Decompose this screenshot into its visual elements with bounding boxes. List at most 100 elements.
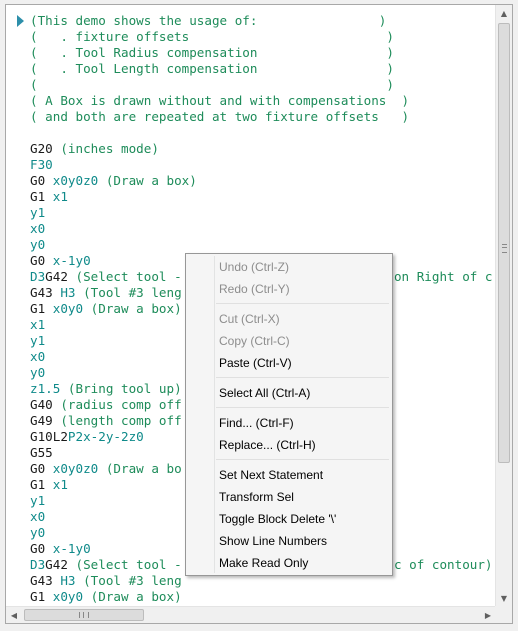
- scroll-up-arrow-icon[interactable]: ▲: [500, 8, 508, 18]
- code-comment: (Draw a box): [98, 173, 197, 188]
- code-line[interactable]: y0: [30, 365, 505, 381]
- code-line[interactable]: y1: [30, 205, 505, 221]
- code-comment: (This demo shows the usage of: ): [30, 13, 387, 28]
- menu-item-replace[interactable]: Replace... (Ctrl-H): [219, 438, 316, 452]
- code-comment: (Tool #3 leng: [75, 285, 182, 300]
- horizontal-scroll-thumb[interactable]: [24, 609, 144, 621]
- code-line[interactable]: x0: [30, 221, 505, 237]
- code-comment: (Select tool - on Right of c: [75, 269, 493, 284]
- code-keyword: G49: [30, 413, 53, 428]
- code-comment: (Draw a box): [83, 301, 182, 316]
- code-value: x1: [45, 477, 68, 492]
- code-value: H3: [52, 573, 76, 588]
- code-comment: (inches mode): [52, 141, 159, 156]
- code-line[interactable]: x0: [30, 349, 505, 365]
- code-comment: ( A Box is drawn without and with compen…: [30, 93, 410, 108]
- code-line[interactable]: G20 (inches mode): [30, 141, 505, 157]
- code-keyword: G10L2: [30, 429, 68, 444]
- code-line[interactable]: ( ): [30, 77, 505, 93]
- code-keyword: G0: [30, 541, 46, 556]
- code-value: H3: [52, 285, 76, 300]
- menu-item-find[interactable]: Find... (Ctrl-F): [219, 416, 294, 430]
- scroll-left-arrow-icon[interactable]: ◀: [10, 610, 18, 620]
- code-line[interactable]: G1 x0y0 (Draw a box): [30, 589, 505, 605]
- code-line[interactable]: ( A Box is drawn without and with compen…: [30, 93, 505, 109]
- code-line[interactable]: G0 x0y0z0 (Draw a box): [30, 173, 505, 189]
- vertical-scroll-thumb[interactable]: [498, 23, 510, 463]
- gcode-editor[interactable]: (This demo shows the usage of: )( . fixt…: [5, 4, 513, 624]
- menu-item-cut[interactable]: Cut (Ctrl-X): [219, 312, 280, 326]
- code-line[interactable]: ( . Tool Radius compensation ): [30, 45, 505, 61]
- scrollbar-corner: [495, 606, 512, 623]
- code-value: z1.5: [30, 381, 61, 396]
- code-line[interactable]: ( . Tool Length compensation ): [30, 61, 505, 77]
- horizontal-scrollbar[interactable]: ◀ ▶: [6, 606, 496, 623]
- menu-icon-gutter: [214, 256, 215, 573]
- scroll-right-arrow-icon[interactable]: ▶: [484, 610, 492, 620]
- menu-item-undo[interactable]: Undo (Ctrl-Z): [219, 260, 290, 274]
- code-keyword: G0: [30, 253, 46, 268]
- code-comment: ( and both are repeated at two fixture o…: [30, 109, 410, 124]
- code-line[interactable]: G40 (radius comp off: [30, 397, 505, 413]
- code-keyword: G0: [30, 173, 46, 188]
- code-line[interactable]: G49 (length comp off: [30, 413, 505, 429]
- code-line[interactable]: G0 x0y0z0 (Draw a bo: [30, 461, 505, 477]
- code-comment: (Bring tool up): [60, 381, 182, 396]
- menu-item-make-read-only[interactable]: Make Read Only: [219, 556, 309, 570]
- code-line[interactable]: x0: [30, 509, 505, 525]
- code-line[interactable]: G0 x-1y0: [30, 253, 505, 269]
- menu-item-show-line-numbers[interactable]: Show Line Numbers: [219, 534, 328, 548]
- code-line[interactable]: [30, 125, 505, 141]
- scroll-down-arrow-icon[interactable]: ▼: [500, 593, 508, 603]
- code-line[interactable]: ( and both are repeated at two fixture o…: [30, 109, 505, 125]
- code-value: x1: [30, 317, 46, 332]
- code-line[interactable]: (This demo shows the usage of: ): [30, 13, 505, 29]
- code-line[interactable]: G1 x0y0 (Draw a box): [30, 301, 505, 317]
- code-line[interactable]: D3G42 (Select tool - c of contour): [30, 557, 505, 573]
- code-value: x0y0z0: [45, 461, 99, 476]
- code-value: x-1y0: [45, 253, 91, 268]
- code-value: x0: [30, 349, 46, 364]
- menu-item-redo[interactable]: Redo (Ctrl-Y): [219, 282, 290, 296]
- code-value: x0y0z0: [45, 173, 99, 188]
- code-keyword: G1: [30, 477, 46, 492]
- code-line[interactable]: z1.5 (Bring tool up): [30, 381, 505, 397]
- code-line[interactable]: G10L2P2x-2y-2z0: [30, 429, 505, 445]
- menu-item-select-all[interactable]: Select All (Ctrl-A): [219, 386, 311, 400]
- code-comment: (length comp off: [52, 413, 182, 428]
- code-keyword: G0: [30, 461, 46, 476]
- code-line[interactable]: y1: [30, 493, 505, 509]
- code-comment: (Tool #3 leng: [75, 573, 182, 588]
- code-comment: ( . Tool Radius compensation ): [30, 45, 394, 60]
- code-line[interactable]: G43 H3 (Tool #3 leng: [30, 573, 505, 589]
- code-comment: (Select tool - c of contour): [75, 557, 493, 572]
- menu-item-toggle-block-delete[interactable]: Toggle Block Delete '\': [219, 512, 337, 526]
- code-line[interactable]: F30: [30, 157, 505, 173]
- code-comment: ( . Tool Length compensation ): [30, 61, 394, 76]
- code-line[interactable]: G1 x1: [30, 189, 505, 205]
- menu-item-copy[interactable]: Copy (Ctrl-C): [219, 334, 290, 348]
- code-line[interactable]: G55: [30, 445, 505, 461]
- code-line[interactable]: y0: [30, 237, 505, 253]
- code-value: D3: [30, 557, 46, 572]
- code-value: x1: [45, 189, 68, 204]
- menu-item-transform-sel[interactable]: Transform Sel: [219, 490, 294, 504]
- code-line[interactable]: G43 H3 (Tool #3 leng: [30, 285, 505, 301]
- menu-item-set-next-statement[interactable]: Set Next Statement: [219, 468, 324, 482]
- code-line[interactable]: D3G42 (Select tool - on Right of c: [30, 269, 505, 285]
- code-comment: ( . fixture offsets ): [30, 29, 394, 44]
- vertical-scrollbar[interactable]: ▲ ▼: [495, 5, 512, 606]
- context-menu: Undo (Ctrl-Z) Redo (Ctrl-Y) Cut (Ctrl-X)…: [185, 253, 393, 576]
- code-line[interactable]: x1: [30, 317, 505, 333]
- code-line[interactable]: G1 x1: [30, 477, 505, 493]
- code-line[interactable]: y0: [30, 525, 505, 541]
- code-keyword: G1: [30, 301, 46, 316]
- code-line[interactable]: G0 x-1y0: [30, 541, 505, 557]
- code-line[interactable]: y1: [30, 333, 505, 349]
- menu-separator: [216, 377, 389, 378]
- code-value: y0: [30, 525, 46, 540]
- code-keyword: G42: [45, 557, 68, 572]
- code-line[interactable]: ( . fixture offsets ): [30, 29, 505, 45]
- code-text-area[interactable]: (This demo shows the usage of: )( . fixt…: [30, 13, 505, 613]
- menu-item-paste[interactable]: Paste (Ctrl-V): [219, 356, 292, 370]
